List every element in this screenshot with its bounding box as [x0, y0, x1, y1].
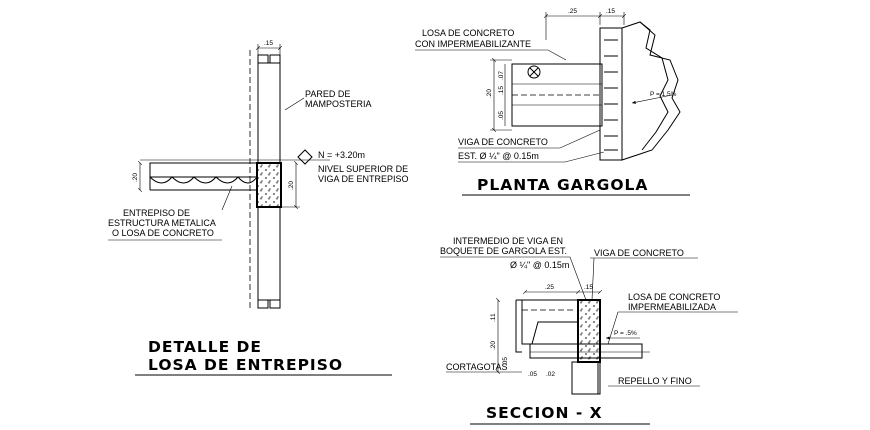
pg-dim-left-total: .20: [486, 89, 493, 98]
sx-intermedio-1: INTERMEDIO DE VIGA EN: [453, 236, 563, 246]
entrepiso-label-2: ESTRUCTURA METALICA: [108, 218, 216, 228]
pg-dim-left-a: .15: [498, 86, 505, 95]
pg-dim-top-a: .25: [568, 8, 577, 15]
pg-dim-top-b: .15: [606, 8, 615, 15]
sx-intermedio-2: BOQUETE DE GARGOLA EST.: [440, 246, 567, 256]
planta-gargola-title: PLANTA GARGOLA: [477, 176, 648, 194]
seccion-x-drawing: .25 .15 .11 .20 .05 .05 .02: [440, 256, 738, 395]
pg-losa-concreto: [621, 21, 681, 161]
sx-viga: [577, 299, 601, 363]
detalle-title-line1: DETALLE DE: [148, 338, 262, 356]
sx-losa: [529, 343, 643, 359]
detalle-title-line2: LOSA DE ENTREPISO: [148, 356, 343, 374]
pared-label-2: MAMPOSTERIA: [305, 99, 372, 109]
sx-dim-top-a: .25: [545, 284, 554, 291]
sx-slope-label: P = .5%: [614, 330, 637, 337]
pg-dim-left-c: .05: [498, 111, 505, 120]
level-value: N = +3.20m: [318, 150, 365, 160]
entrepiso-label-1: ENTREPISO DE: [123, 208, 190, 218]
beam-height-dim: .20: [288, 181, 295, 190]
entrepiso-label-3: O LOSA DE CONCRETO: [112, 228, 214, 238]
sx-dim-left-c: .05: [502, 357, 509, 366]
sx-wall: [571, 361, 601, 395]
sx-dim-left-a: .11: [490, 313, 497, 322]
pared-label-1: PARED DE: [305, 89, 350, 99]
sx-repello-label: REPELLO Y FINO: [618, 376, 692, 386]
pg-dim-left-b: .07: [498, 71, 505, 80]
pg-losa-label-2: CON IMPERMEABILIZANTE: [415, 39, 531, 49]
detalle-losa-drawing: .15 .20 .20: [132, 40, 330, 310]
entrepiso-beam: [256, 162, 282, 208]
seccion-x-title: SECCION - X: [486, 404, 603, 422]
sx-dim-bottom-a: .05: [528, 371, 537, 378]
nivel-label-1: NIVEL SUPERIOR DE: [318, 164, 408, 174]
entrepiso-slab: [149, 162, 258, 178]
sx-dim-bottom-b: .02: [546, 371, 555, 378]
pg-losa-label-1: LOSA DE CONCRETO: [422, 28, 514, 38]
pg-slope-label: P = 1.5%: [650, 91, 677, 98]
sx-losa-label-2: IMPERMEABILIZADA: [628, 302, 716, 312]
sx-viga-label: VIGA DE CONCRETO: [594, 248, 684, 258]
wall-width-dim: .15: [264, 40, 273, 47]
sx-intermedio-3: Ø ¼" @ 0.15m: [510, 260, 569, 270]
planta-gargola-drawing: .25 .15 .20 .15 .07 .05: [415, 8, 681, 163]
nivel-label-2: VIGA DE ENTREPISO: [318, 174, 409, 184]
sx-dim-top-b: .15: [584, 284, 593, 291]
pg-viga-label: VIGA DE CONCRETO: [458, 137, 548, 147]
sx-cortagotas-label: CORTAGOTAS: [446, 362, 508, 372]
sx-losa-label-1: LOSA DE CONCRETO: [628, 292, 720, 302]
pg-est-label: EST. Ø ¼" @ 0.15m: [458, 151, 539, 161]
sx-dim-left-b: .20: [490, 341, 497, 350]
slab-height-dim: .20: [132, 173, 139, 182]
pg-viga: [599, 27, 623, 161]
